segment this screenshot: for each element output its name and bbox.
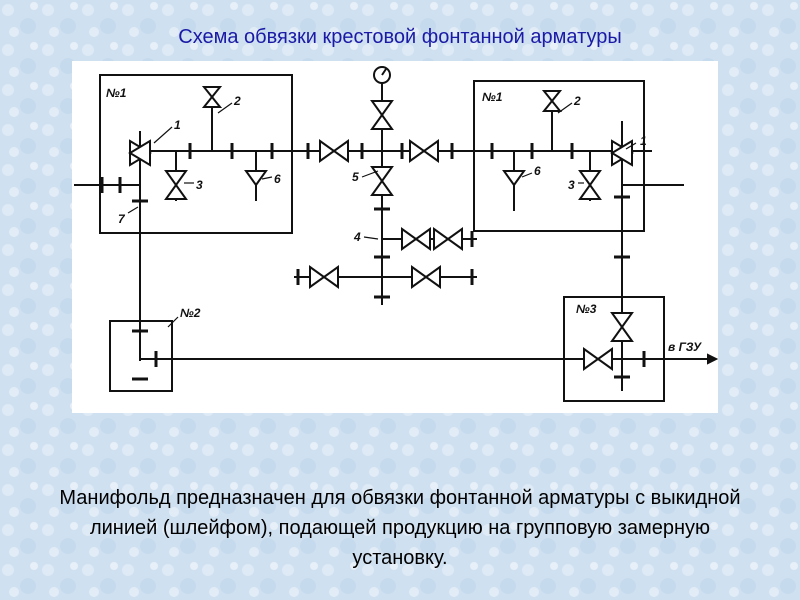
wellhead-manifold-diagram: №1 №1 №2 №3 1 2 3 6 7 5 4 1 2 3 6 в ГЗУ [74,66,718,402]
box-right-bottom [563,296,665,402]
valve-center-right-1 [409,139,426,163]
valve-box3-vertical [610,312,634,329]
valve-center-left-1 [319,139,336,163]
label-3-left: 3 [196,178,203,192]
box-right-top [473,80,645,232]
valve-4-b [433,227,450,251]
label-7-left: 7 [118,212,126,226]
valve-center-top [370,100,394,117]
valve-lower-a [309,265,326,289]
valve-3-right [578,170,602,187]
valve-3-left [164,170,188,187]
label-3-right: 3 [568,178,575,192]
label-6-left: 6 [274,172,281,186]
label-4-center: 4 [353,230,361,244]
valve-lower-b [411,265,428,289]
valve-2-left [201,86,223,99]
valve-6-right [502,170,526,187]
outlet-arrow [707,353,718,365]
slide-caption: Манифольд предназначен для обвязки фонта… [59,487,741,569]
valve-5-center [370,166,394,183]
label-2-left: 2 [233,94,241,108]
label-outlet: в ГЗУ [668,340,702,354]
valve-box3-horizontal [583,347,600,371]
label-5-center: 5 [352,170,359,184]
label-1-right: 1 [640,134,647,148]
label-box-left-bottom: №2 [180,306,201,320]
box-left-top [99,74,293,234]
label-box-right-top: №1 [482,90,503,104]
valve-2-right [541,90,563,103]
label-box-right-bottom: №3 [576,302,597,316]
label-6-right: 6 [534,164,541,178]
label-box-left-top: №1 [106,86,127,100]
valve-6-left [244,170,268,187]
slide-title: Схема обвязки крестовой фонтанной армату… [178,26,622,48]
label-2-right: 2 [573,94,581,108]
valve-4-a [401,227,418,251]
diagram-panel: №1 №1 №2 №3 1 2 3 6 7 5 4 1 2 3 6 в ГЗУ [72,61,718,413]
label-1-left: 1 [174,118,181,132]
